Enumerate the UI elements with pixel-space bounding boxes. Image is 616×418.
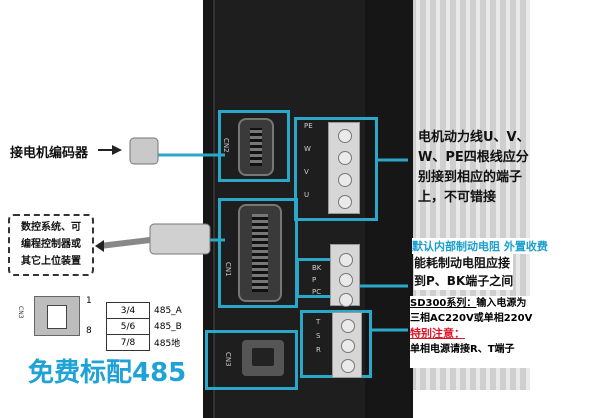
- cn2-highlight: [218, 110, 290, 182]
- cnc-cable: [99, 237, 151, 249]
- table-row: 5/6 485_B: [106, 318, 213, 335]
- term-r: R: [316, 346, 321, 354]
- series-title: SD300系列：: [410, 298, 477, 309]
- series-note: 输入电源为: [476, 298, 527, 309]
- cnc-line-1: 数控系统、可: [21, 222, 81, 233]
- motor-terminal-labels: PE W V U: [304, 122, 328, 214]
- series-note: SD300系列：输入电源为 三相AC220V或单相220V 特别注意： 单相电源…: [410, 296, 588, 368]
- pin-cell: 7/8: [106, 334, 150, 351]
- rj45-pin-top: 1: [86, 296, 92, 306]
- term-bk: BK: [312, 264, 322, 272]
- motor-note-line-3: 别接到相应的端子: [418, 170, 523, 185]
- brake-terminal-labels: BK P PC: [312, 264, 330, 300]
- pin-cell: 5/6: [106, 318, 150, 335]
- signal-cell: 485_A: [154, 305, 182, 316]
- motor-note-line-4: 上，不可错接: [418, 190, 497, 205]
- term-pe: PE: [304, 122, 313, 130]
- series-line-2: 三相AC220V或单相220V: [410, 313, 533, 324]
- cn3-rj45-port[interactable]: [242, 340, 284, 376]
- cnc-line-3: 其它上位装置: [21, 256, 81, 267]
- cnc-arrowhead: [95, 240, 104, 252]
- term-t: T: [316, 318, 321, 326]
- term-v: V: [304, 168, 309, 176]
- attention-note: 单相电源请接R、T端子: [410, 344, 515, 355]
- motor-note: 电机动力线U、V、 W、PE四根线应分 别接到相应的端子 上，不可错接: [418, 128, 530, 208]
- rj45-icon-label: CN3: [17, 306, 24, 319]
- brake-note: 能耗制动电阻应接 到P、BK端子之间: [414, 254, 514, 290]
- attention-title: 特别注意：: [410, 327, 465, 340]
- motor-note-line-2: W、PE四根线应分: [418, 150, 529, 165]
- motor-note-line-1: 电机动力线U、V、: [418, 130, 530, 145]
- term-s: S: [316, 332, 321, 340]
- cn3-highlight: [205, 330, 298, 390]
- encoder-arrowhead: [112, 145, 122, 155]
- term-pc: PC: [312, 288, 322, 296]
- term-w: W: [304, 145, 311, 153]
- brake-note-line-2: 到P、BK端子之间: [414, 274, 514, 288]
- cnc-line-2: 编程控制器或: [21, 239, 81, 250]
- encoder-plug: [129, 137, 159, 165]
- cn1-highlight: [218, 198, 298, 308]
- term-u: U: [304, 191, 310, 199]
- free-485-banner: 免费标配485: [28, 358, 187, 388]
- motor-terminal-block[interactable]: [328, 122, 360, 214]
- cnc-plug: [149, 223, 211, 255]
- pin-table: 3/4 485_A 5/6 485_B 7/8 485地: [106, 302, 213, 351]
- table-row: 7/8 485地: [106, 334, 213, 351]
- signal-cell: 485_B: [154, 321, 182, 332]
- encoder-label: 接电机编码器: [10, 146, 89, 161]
- power-terminal-block[interactable]: [332, 312, 362, 378]
- rj45-pin-bottom: 8: [86, 326, 92, 336]
- cn2-port[interactable]: [238, 118, 274, 176]
- pin-cell: 3/4: [106, 302, 150, 319]
- brake-terminal-block[interactable]: [330, 244, 360, 307]
- rj45-icon: [34, 296, 80, 336]
- signal-cell: 485地: [154, 339, 181, 349]
- term-p: P: [312, 276, 317, 284]
- cn1-port[interactable]: [238, 204, 282, 302]
- cnc-box: 数控系统、可 编程控制器或 其它上位装置: [8, 214, 94, 276]
- brake-title: 默认内部制动电阻 外置收费: [412, 238, 548, 254]
- table-row: 3/4 485_A: [106, 302, 213, 319]
- motor-terminal-highlight: [294, 117, 378, 221]
- series-line-1: SD300系列：输入电源为: [410, 296, 588, 311]
- brake-note-line-1: 能耗制动电阻应接: [414, 256, 511, 270]
- power-terminal-labels: T S R: [316, 318, 332, 360]
